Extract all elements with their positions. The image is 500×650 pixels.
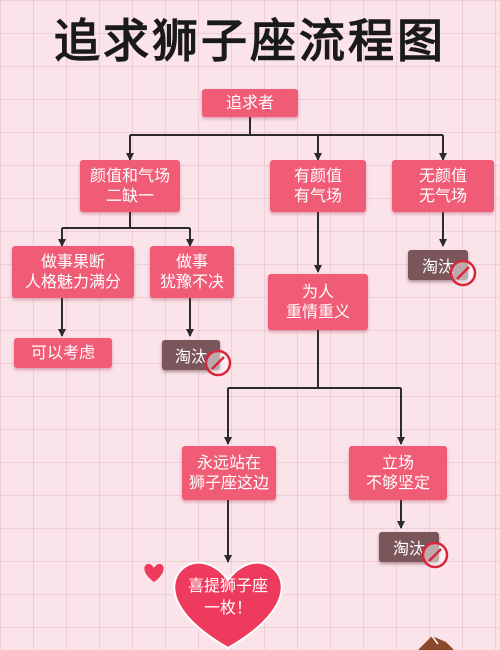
node-has-looks-aura: 有颜值 有气场 — [270, 160, 366, 212]
reject-stamp-icon — [421, 541, 449, 569]
node-start: 追求者 — [202, 89, 298, 117]
node-hesitant: 做事 犹豫不决 — [150, 246, 234, 298]
node-looks-aura-missing: 颜值和气场 二缺一 — [80, 160, 180, 212]
node-stand-by-leo: 永远站在 狮子座这边 — [182, 446, 276, 500]
node-loyal: 为人 重情重义 — [268, 274, 368, 330]
page-title: 追求狮子座流程图 — [54, 14, 446, 68]
heart-result-text: 喜提狮子座 一枚！ — [187, 576, 268, 617]
node-wavering: 立场 不够坚定 — [349, 446, 447, 500]
reject-stamp-icon — [449, 259, 477, 287]
heart-icon — [173, 561, 283, 650]
node-decisive: 做事果断 人格魅力满分 — [12, 246, 134, 298]
node-considerable: 可以考虑 — [14, 338, 112, 368]
corner-ornament-icon — [418, 635, 454, 650]
node-no-looks-aura: 无颜值 无气场 — [392, 160, 494, 212]
heart-result: 喜提狮子座 一枚！ — [168, 556, 288, 650]
reject-stamp-icon — [204, 349, 232, 377]
small-heart-icon — [144, 563, 164, 582]
